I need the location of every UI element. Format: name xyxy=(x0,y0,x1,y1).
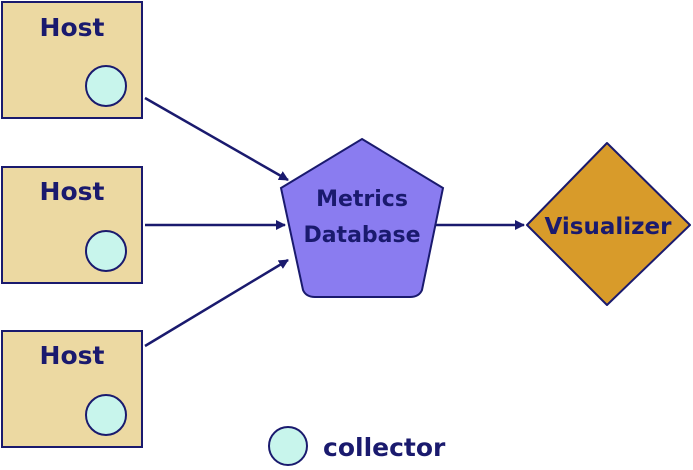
host-label-3: Host xyxy=(40,341,105,370)
host-box-1: Host xyxy=(1,1,143,119)
host-box-2: Host xyxy=(1,166,143,284)
collector-legend-icon xyxy=(268,426,308,466)
legend-label: collector xyxy=(323,433,446,462)
arrow-host3-to-database xyxy=(144,258,289,348)
host-label-2: Host xyxy=(40,177,105,206)
legend: collector xyxy=(268,426,446,466)
database-label-line1: Metrics xyxy=(316,187,408,212)
metrics-database-node: Metrics Database xyxy=(279,137,445,298)
collector-icon xyxy=(85,394,127,436)
arrow-host1-to-database xyxy=(144,96,289,182)
collector-icon xyxy=(85,65,127,107)
visualizer-node: Visualizer xyxy=(526,142,691,306)
visualizer-label: Visualizer xyxy=(545,214,673,240)
database-label-line2: Database xyxy=(303,223,420,248)
host-label-1: Host xyxy=(40,13,105,42)
host-box-3: Host xyxy=(1,330,143,448)
collector-icon xyxy=(85,230,127,272)
